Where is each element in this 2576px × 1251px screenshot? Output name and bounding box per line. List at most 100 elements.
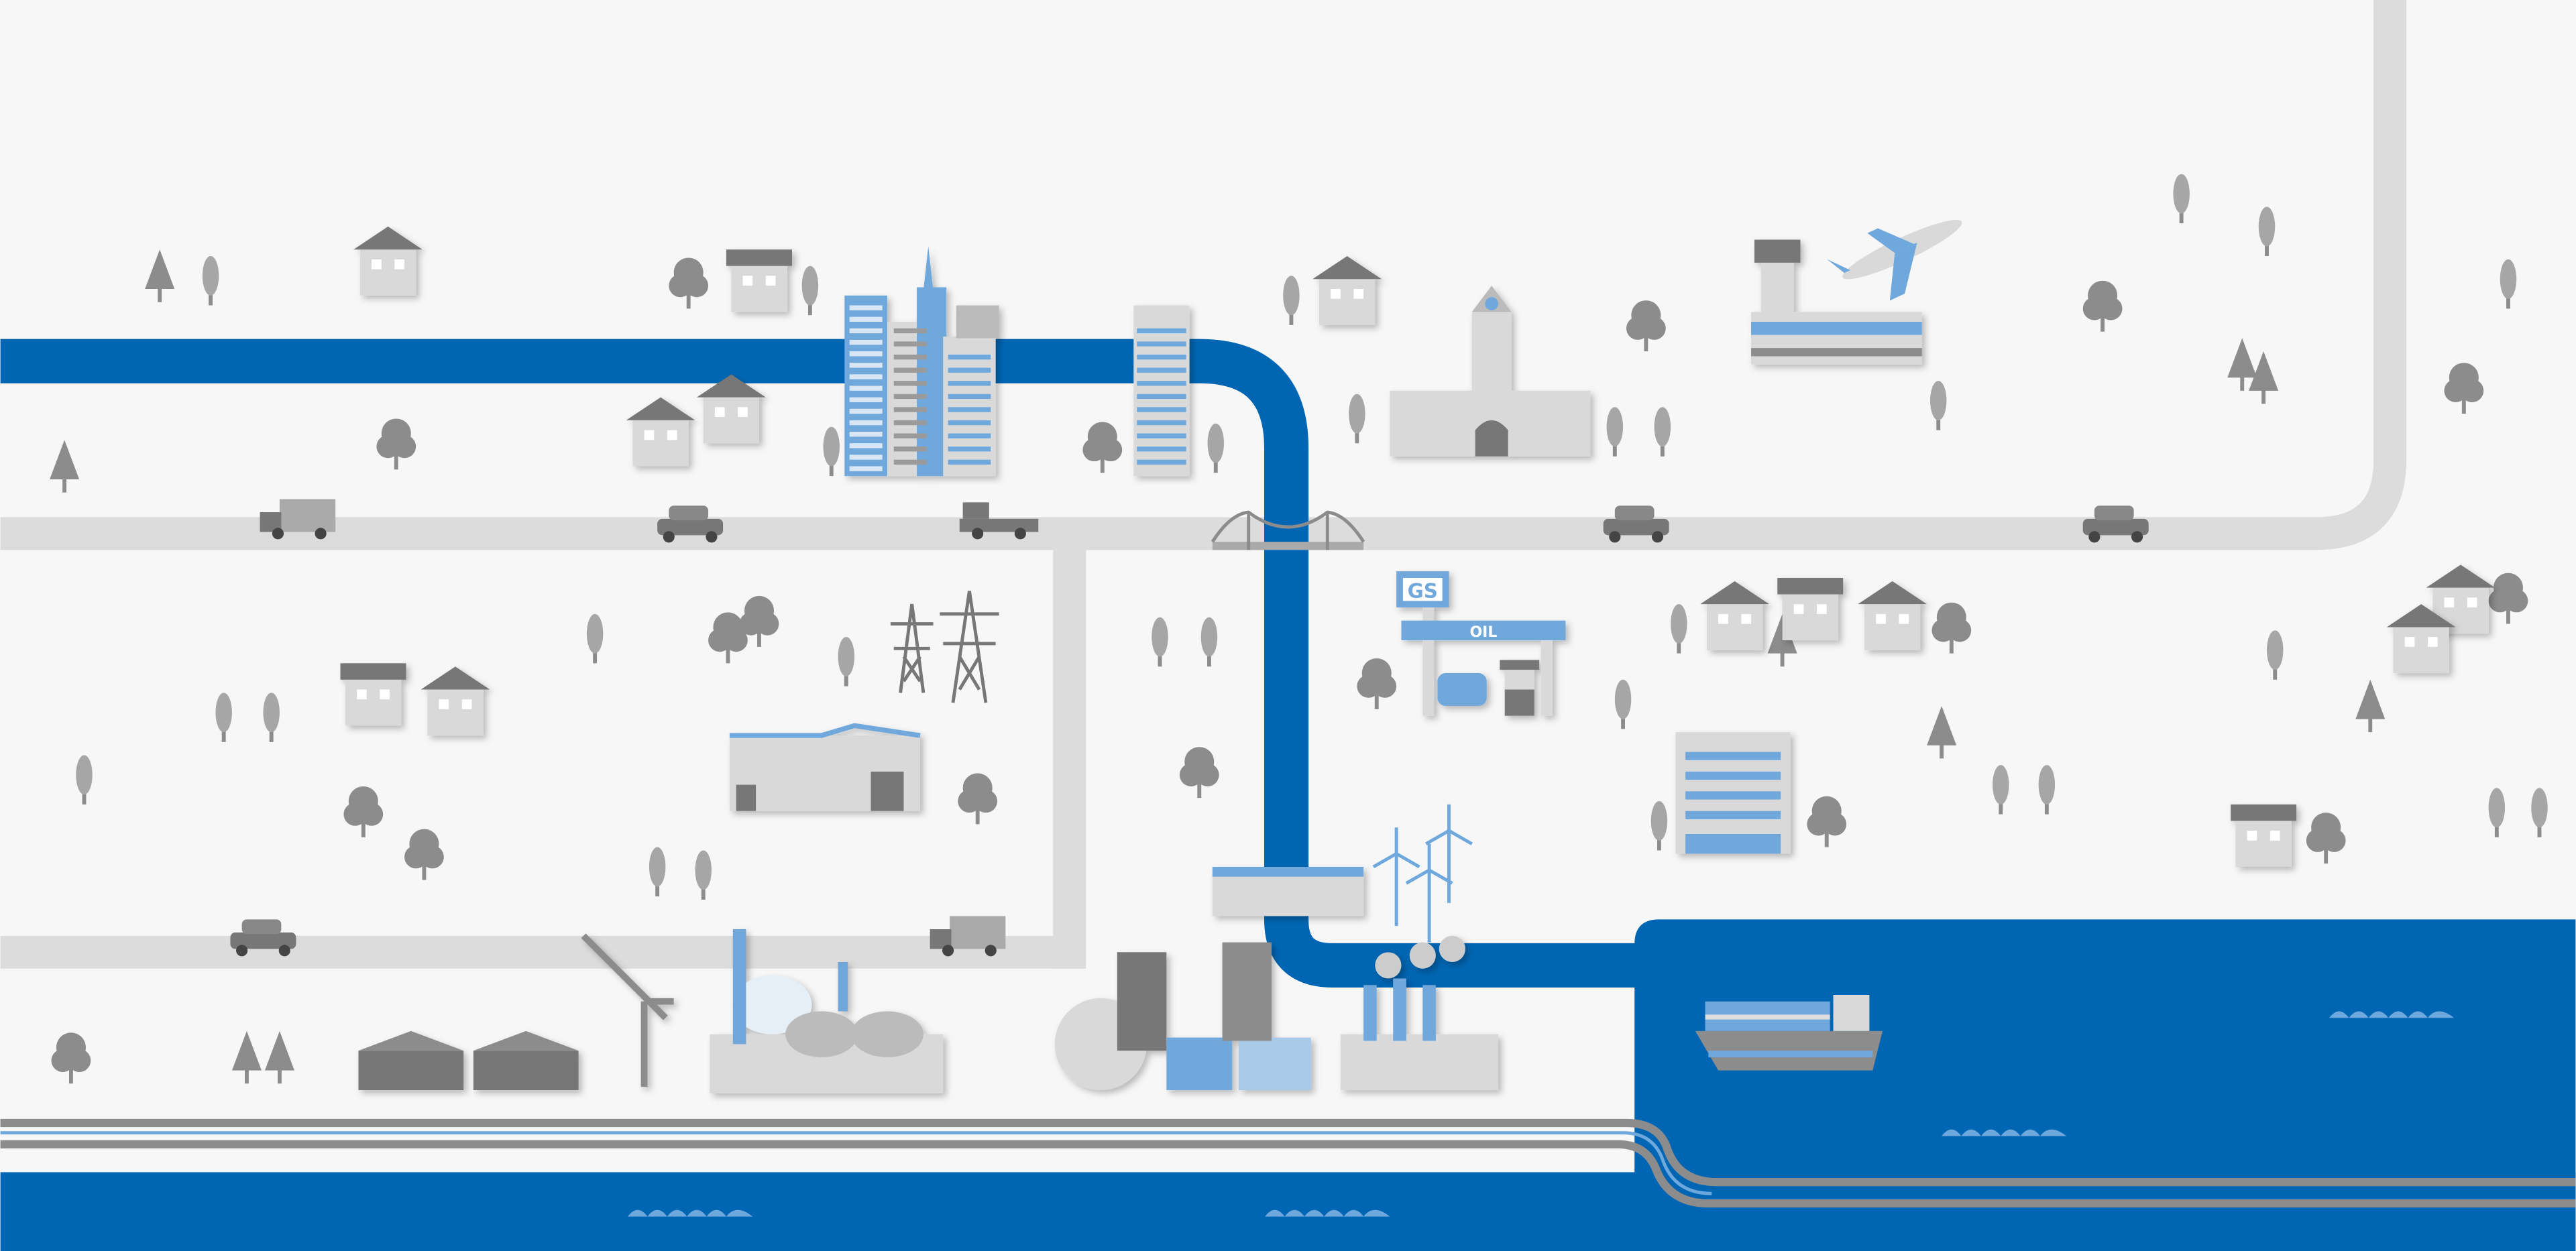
pickup-icon <box>959 502 1039 540</box>
trees <box>50 174 2548 1084</box>
city-hall <box>1390 286 1591 457</box>
gas-station <box>1396 571 1566 716</box>
tree-icon <box>1929 381 1947 430</box>
tree-icon <box>264 1030 294 1084</box>
truck-icon <box>930 916 1006 957</box>
car-icon <box>657 505 724 543</box>
river <box>0 339 1643 988</box>
office-building <box>1675 732 1791 854</box>
house-icon <box>340 663 406 726</box>
tree-icon <box>1082 422 1123 473</box>
wind-turbines <box>1372 804 1473 943</box>
tree-icon <box>1200 617 1218 667</box>
tree-icon <box>1606 407 1624 457</box>
house-icon <box>626 397 695 467</box>
gas-station-canopy-label: OIL <box>1469 624 1497 641</box>
house-icon <box>421 666 490 736</box>
tree-icon <box>838 637 855 687</box>
wind-turbine-icon <box>1424 804 1473 903</box>
tree-icon <box>215 693 232 742</box>
tree-icon <box>376 418 416 470</box>
wave-icon <box>628 1209 753 1217</box>
house-icon <box>1312 256 1382 325</box>
tree-icon <box>958 773 998 825</box>
tree-icon <box>2249 351 2279 404</box>
tree-icon <box>669 257 709 309</box>
house-icon <box>1777 577 1844 641</box>
tree-icon <box>1152 617 1168 667</box>
tree-icon <box>2038 765 2056 815</box>
house-icon <box>1858 581 1927 650</box>
car-icon <box>1603 505 1669 543</box>
wave-icon <box>1265 1209 1390 1217</box>
tree-icon <box>1931 602 1972 654</box>
tree-icon <box>2488 788 2506 837</box>
wave-icon <box>2329 1011 2455 1018</box>
factory <box>729 723 921 811</box>
tree-icon <box>1671 604 1687 654</box>
tree-icon <box>1650 801 1668 851</box>
airport <box>1751 239 1922 365</box>
tree-icon <box>2444 363 2484 414</box>
cargo-ship <box>1695 994 1883 1071</box>
tree-icon <box>76 755 93 805</box>
tree-icon <box>1207 423 1224 473</box>
tree-icon <box>2355 679 2386 733</box>
tree-icon <box>2306 813 2346 864</box>
tree-icon <box>263 693 280 742</box>
tree-icon <box>1179 747 1219 798</box>
airplane-icon <box>1827 220 1962 301</box>
tree-icon <box>404 829 444 880</box>
sea <box>1634 919 2576 1251</box>
tree-icon <box>2531 788 2548 837</box>
houses <box>340 226 2496 867</box>
tree-icon <box>2082 280 2123 332</box>
tree-icon <box>343 786 384 837</box>
tree-icon <box>2266 630 2284 680</box>
wind-turbine-icon <box>1372 827 1420 927</box>
tree-icon <box>1654 407 1671 457</box>
tree-icon <box>1283 276 1300 325</box>
roads <box>0 0 2407 969</box>
railway <box>0 1118 2576 1208</box>
house-icon <box>726 249 792 312</box>
power-pylons <box>890 591 999 703</box>
tree-icon <box>1626 300 1666 352</box>
dam <box>1212 866 1364 916</box>
tree-icon <box>1614 679 1632 729</box>
car-icon <box>230 919 296 957</box>
tree-icon <box>1807 796 1847 847</box>
tree-icon <box>649 847 666 897</box>
wave-icon <box>1942 1129 2067 1136</box>
tree-icon <box>51 1032 91 1084</box>
truck-icon <box>260 499 336 540</box>
tree-icon <box>823 426 840 477</box>
car-icon <box>2082 505 2149 543</box>
tree-icon <box>695 850 712 900</box>
vehicles <box>230 499 2149 957</box>
tree-icon <box>2173 174 2190 224</box>
tree-icon <box>1357 658 1397 709</box>
tree-icon <box>801 265 819 316</box>
tree-icon <box>50 440 80 493</box>
tree-icon <box>1349 394 1365 444</box>
house-icon <box>353 226 423 296</box>
industrial-area <box>358 929 1498 1093</box>
tree-icon <box>202 256 219 306</box>
tree-icon <box>586 613 604 664</box>
tree-icon <box>145 249 175 302</box>
suspension-bridge <box>1211 510 1365 550</box>
tree-icon <box>1993 765 2009 815</box>
house-icon <box>1700 581 1770 650</box>
gas-station-sign-label: GS <box>1408 579 1438 602</box>
tree-icon <box>708 612 748 664</box>
tree-icon <box>2227 338 2257 391</box>
tree-icon <box>2500 259 2517 309</box>
house-icon <box>2386 604 2456 674</box>
tree-icon <box>739 595 779 647</box>
house-icon <box>2231 804 2297 867</box>
main-road <box>0 0 2407 550</box>
tree-icon <box>1927 705 1957 759</box>
tree-icon <box>2488 573 2528 624</box>
